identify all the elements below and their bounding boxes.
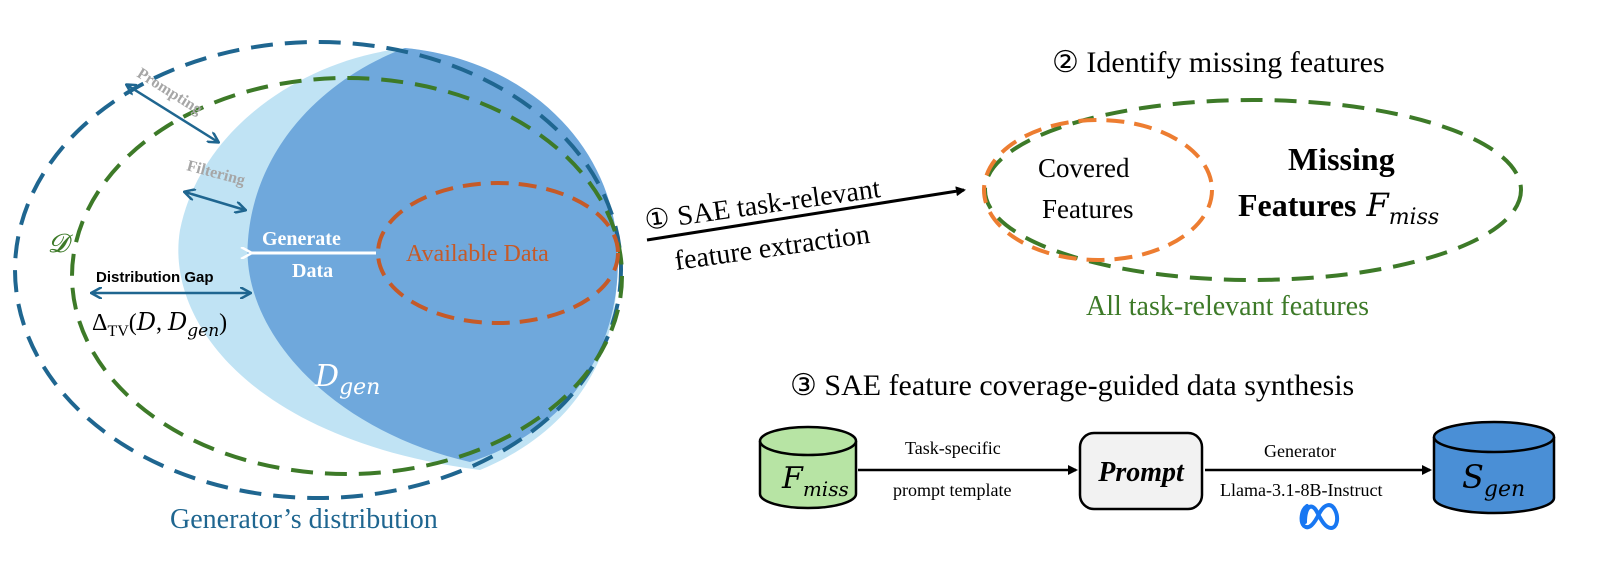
tv-open-paren: ( (129, 310, 137, 336)
generate-label: Generate (262, 228, 341, 250)
data-label: Data (292, 260, 333, 282)
tv-comma: , (156, 310, 168, 336)
fmiss-sub: miss (803, 477, 849, 501)
tv-dgen-sub: gen (187, 321, 219, 341)
fmiss-label: Fmiss (781, 461, 849, 501)
template-line1: Task-specific (905, 438, 1001, 458)
step3-group: ③ SAE feature coverage-guided data synth… (758, 369, 1556, 531)
missing-features-word: Features (1238, 187, 1356, 223)
generator-distribution-ellipse (13, 40, 623, 500)
step3-title: ③ SAE feature coverage-guided data synth… (790, 369, 1354, 402)
sgen-label: Sgen (1462, 458, 1525, 502)
generator-line2: Llama-3.1-8B-Instruct (1220, 480, 1382, 500)
covered-features-ellipse (982, 118, 1214, 262)
sgen-sub: gen (1484, 477, 1525, 502)
tv-d: D (136, 308, 156, 336)
tv-delta: Δ (92, 310, 107, 336)
tv-dgen-d: D (167, 308, 187, 336)
meta-logo-icon (1299, 503, 1340, 531)
dgen-region (247, 48, 618, 462)
prompt-label: Prompt (1097, 457, 1185, 488)
d-ellipse (70, 76, 624, 476)
tv-distance-formula: ΔTV(D, Dgen) (92, 308, 227, 341)
d-symbol: 𝓓 (48, 229, 74, 259)
available-data-label: Available Data (406, 241, 549, 267)
step1-arrow (646, 186, 966, 242)
tv-sub: TV (107, 323, 129, 340)
sgen-s: S (1462, 458, 1484, 496)
available-data-ellipse (376, 181, 620, 325)
dgen-sub: gen (339, 375, 380, 400)
fmiss-f: F (781, 461, 804, 496)
template-line2: prompt template (893, 480, 1011, 500)
generator-distribution-group: Prompting Filtering 𝓓 Generate Data Avai… (13, 40, 624, 535)
sgen-cylinder: Sgen (1432, 420, 1556, 515)
fmiss-cylinder: Fmiss (758, 425, 858, 510)
generator-distribution-label: Generator’s distribution (170, 504, 438, 535)
missing-line1: Missing (1288, 141, 1395, 177)
step2-group: ② Identify missing features Covered Feat… (982, 46, 1523, 322)
missing-sub: miss (1389, 205, 1439, 230)
prompt-box (1078, 431, 1204, 511)
covered-line1: Covered (1038, 153, 1130, 183)
dgen-label: Dgen (314, 359, 380, 400)
filtering-arrow (185, 192, 245, 210)
dgen-d: D (314, 359, 339, 394)
generator-line1: Generator (1264, 441, 1336, 461)
all-features-label: All task-relevant features (1086, 291, 1369, 322)
covered-line2: Features (1042, 194, 1133, 224)
prompting-arrow (127, 85, 218, 142)
tv-close-paren: ) (219, 310, 227, 336)
step2-title: ② Identify missing features (1052, 46, 1385, 79)
distribution-gap-label: Distribution Gap (96, 269, 214, 286)
step1-number: ① (643, 203, 672, 237)
missing-f: F (1365, 186, 1390, 224)
